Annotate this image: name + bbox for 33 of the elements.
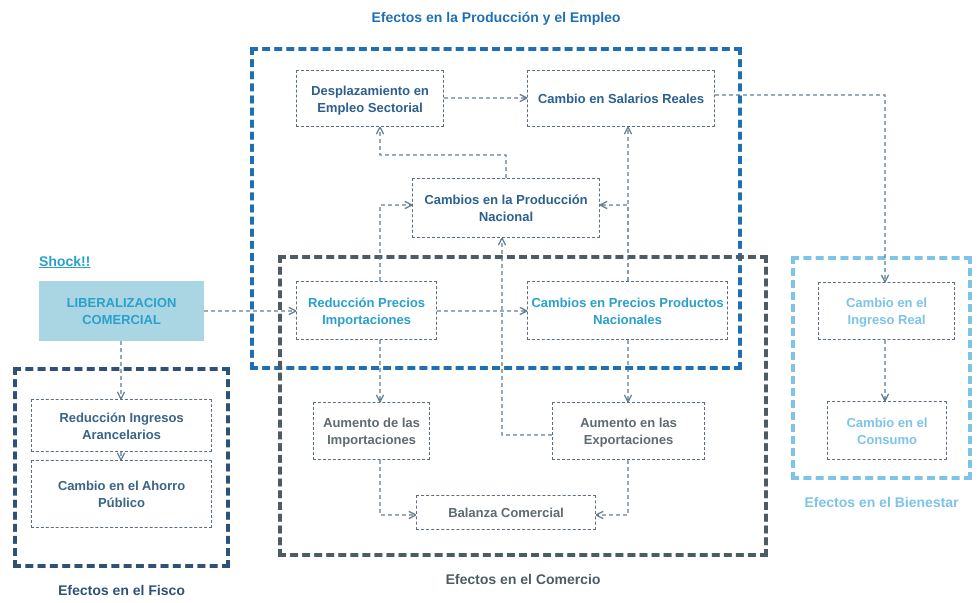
shock-box: LIBERALIZACION COMERCIAL [39,281,204,341]
arrow [116,452,126,461]
arrow [116,341,126,400]
process-box: Aumento de las Importaciones [313,402,430,460]
arrow [498,237,552,436]
process-box: Aumento en las Exportaciones [552,402,705,460]
group-title: Efectos en el Bienestar [803,493,960,512]
arrow [379,200,413,281]
process-box: Reducción Ingresos Arancelarios [31,399,212,452]
process-box: Cambios en la Producción Nacional [412,178,600,238]
arrow [379,460,417,520]
process-box: Cambio en Salarios Reales [527,70,715,127]
arrow [595,460,629,520]
process-box: Balanza Comercial [416,495,596,530]
arrow [715,94,890,283]
arrow [624,340,632,403]
group-title: Efectos en la Producción y el Empleo [370,8,622,27]
arrow [376,340,384,403]
process-box: Reducción Precios Importaciones [296,281,437,340]
arrow [204,306,297,316]
arrow [880,340,890,402]
arrow [624,126,632,281]
process-box: Cambio en el Consumo [827,401,947,460]
group-title: Efectos en el Comercio [444,570,602,589]
callout-text: Shock!! [39,253,90,269]
process-box: Cambio en el Ahorro Público [31,460,212,528]
group-title: Efectos en el Fisco [57,581,186,600]
process-box: Cambios en Precios Productos Nacionales [527,281,728,340]
process-box: Desplazamiento en Empleo Sectorial [296,70,444,127]
arrow [437,306,528,316]
process-box: Cambio en el Ingreso Real [818,282,955,340]
arrow [376,126,507,178]
arrow [444,94,528,102]
